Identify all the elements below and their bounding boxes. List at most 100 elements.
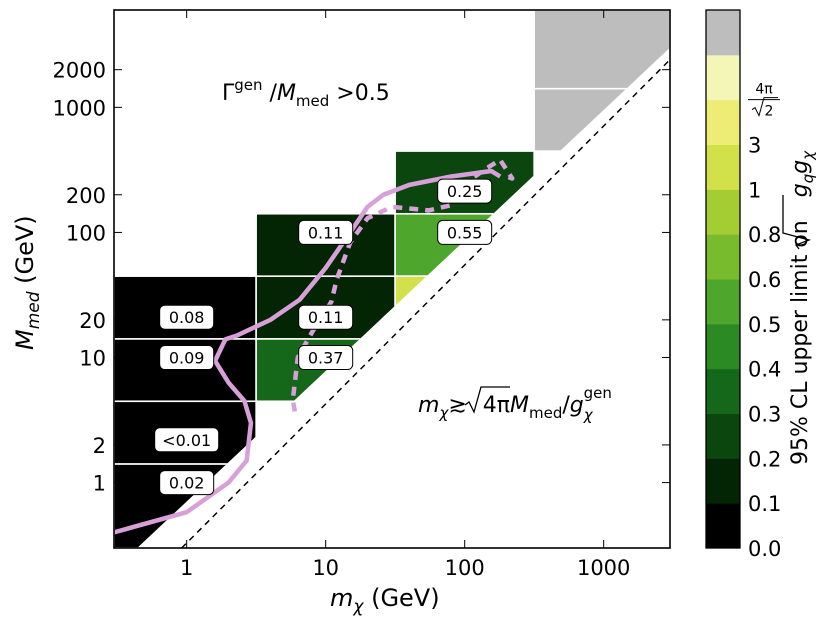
colorbar-segment-8 [706,144,740,190]
y-tick-label-5: 200 [66,184,106,208]
x-axis-label-m: m [330,584,353,612]
colorbar-tick-label-1: 0.1 [748,492,781,516]
colorbar-segment-7 [706,189,740,235]
colorbar-tick-label-3: 0.3 [748,403,781,427]
annotation-top-gamma: Γ [222,81,235,106]
x-tick-label-0: 1 [180,556,193,580]
colorbar-label-g: g [788,183,813,197]
svg-text:Γgen /Mmed >0.5: Γgen /Mmed >0.5 [222,76,390,110]
annotation-bottom-gsub: χ [583,406,594,424]
colorbar-segment-1 [706,458,740,504]
cell-label-7: 0.55 [447,223,483,242]
colorbar-segment-5 [706,279,740,325]
cell-label-0: 0.02 [169,474,205,493]
y-tick-label-2: 10 [79,347,106,371]
x-tick-label-2: 100 [445,556,485,580]
observed-limit-line [113,168,502,535]
plot-frame [113,9,671,549]
colorbar-tick-label-9: 3 [748,134,761,158]
annotation-bottom-sqrt-inner: 4π [483,393,510,418]
cell-label-box-2 [159,345,215,371]
x-tick-label-1: 10 [312,556,339,580]
svg-text:95% CL upper limit on gqgχ: 95% CL upper limit on gqgχ [788,150,817,465]
colorbar-tick-label-0: 0.0 [748,537,781,561]
colorbar-top-label-num: 4π [755,82,773,98]
colorbar-tick-label-2: 0.2 [748,447,781,471]
annotation-bottom-mmed: M [510,393,529,418]
annotation-top-sub: med [296,92,329,110]
annotation-bottom-sub: χ [438,404,449,422]
colorbar-label-text: 95% CL upper limit on [788,213,813,465]
excluded-region [114,69,670,570]
annotation-bottom-slash: / [562,393,570,418]
annotation-top-rest: >0.5 [329,81,389,106]
cell-label-box-1 [154,427,220,453]
cell-label-box-6 [298,219,354,245]
cell-label-2: 0.09 [169,349,205,368]
y-axis-label: Mmed (GeV) [11,215,44,350]
colorbar-segment-6 [706,234,740,280]
svg-text:mχ≳4πMmed/gχgen: mχ≳4πMmed/gχgen [418,384,612,424]
annotation-bottom-g: g [570,393,584,418]
svg-text:Mmed (GeV): Mmed (GeV) [11,215,44,350]
y-tick-label-6: 1000 [53,96,106,120]
y-axis-label-m: M [11,329,39,350]
cell-label-box-3 [159,304,215,330]
colorbar-tick-label-7: 0.8 [748,223,781,247]
annotation-top-m: M [277,81,296,106]
expected-limit-line [290,157,515,412]
cell-label-box-4 [298,345,354,371]
y-tick-label-4: 100 [66,221,106,245]
annotation-bottom-gsup: gen [584,384,612,402]
y-tick-label-1: 2 [93,434,106,458]
cell-label-box-7 [437,219,493,245]
cell-label-3: 0.08 [169,308,205,327]
y-tick-label-7: 2000 [53,59,106,83]
cell-label-8: 0.25 [447,182,483,201]
colorbar-top-label-sqrt-sign [751,97,778,118]
colorbar-label: 95% CL upper limit on gqgχ [782,150,817,465]
colorbar-label-sqrt-sign [782,195,812,250]
y-tick-label-0: 1 [93,472,106,496]
cell-label-box-8 [437,178,493,204]
annotation-bottom-m: m [418,393,439,418]
colorbar-label-g2: g [788,160,813,174]
x-axis-label-sub: χ [352,597,364,617]
annotation-bottom: mχ≳4πMmed/gχgen [418,384,612,424]
colorbar-segment-2 [706,413,740,459]
colorbar-tick-label-6: 0.6 [748,268,781,292]
colorbar-segment-9 [706,99,740,145]
colorbar-segment-3 [706,368,740,414]
annotation-bottom-sqrt-sign [464,386,510,414]
colorbar-top-label-den: 2 [765,104,774,120]
annotation-top-slash: / [263,81,278,106]
colorbar-tick-label-5: 0.5 [748,313,781,337]
cell-label-box-0 [159,470,215,496]
colorbar-segment-4 [706,323,740,370]
cell-label-box-5 [298,304,354,330]
colorbar-segment-11 [706,10,740,56]
x-axis-label-unit: (GeV) [363,584,439,612]
cell-label-5: 0.11 [308,308,344,327]
x-tick-label-3: 1000 [577,556,630,580]
annotation-bottom-approx: ≳ [448,393,466,418]
cell-label-1: <0.01 [162,431,211,450]
colorbar-segment-10 [706,54,740,101]
colorbar-tick-label-4: 0.4 [748,358,781,382]
colorbar-label-chi: χ [799,150,817,161]
y-tick-label-3: 20 [79,309,106,333]
colorbar-frame [705,9,741,549]
y-axis-label-sub: med [24,291,44,329]
cell-label-4: 0.37 [308,349,344,368]
svg-text:mχ (GeV): mχ (GeV) [330,584,440,617]
annotation-top-sup: gen [234,76,262,94]
colorbar-segment-0 [706,503,740,549]
colorbar-label-q: q [799,174,817,184]
kinematic-boundary-line [181,59,671,549]
y-axis-label-unit: (GeV) [11,215,39,291]
x-axis-label: mχ (GeV) [330,584,440,617]
annotation-top: Γgen /Mmed >0.5 [222,76,390,110]
